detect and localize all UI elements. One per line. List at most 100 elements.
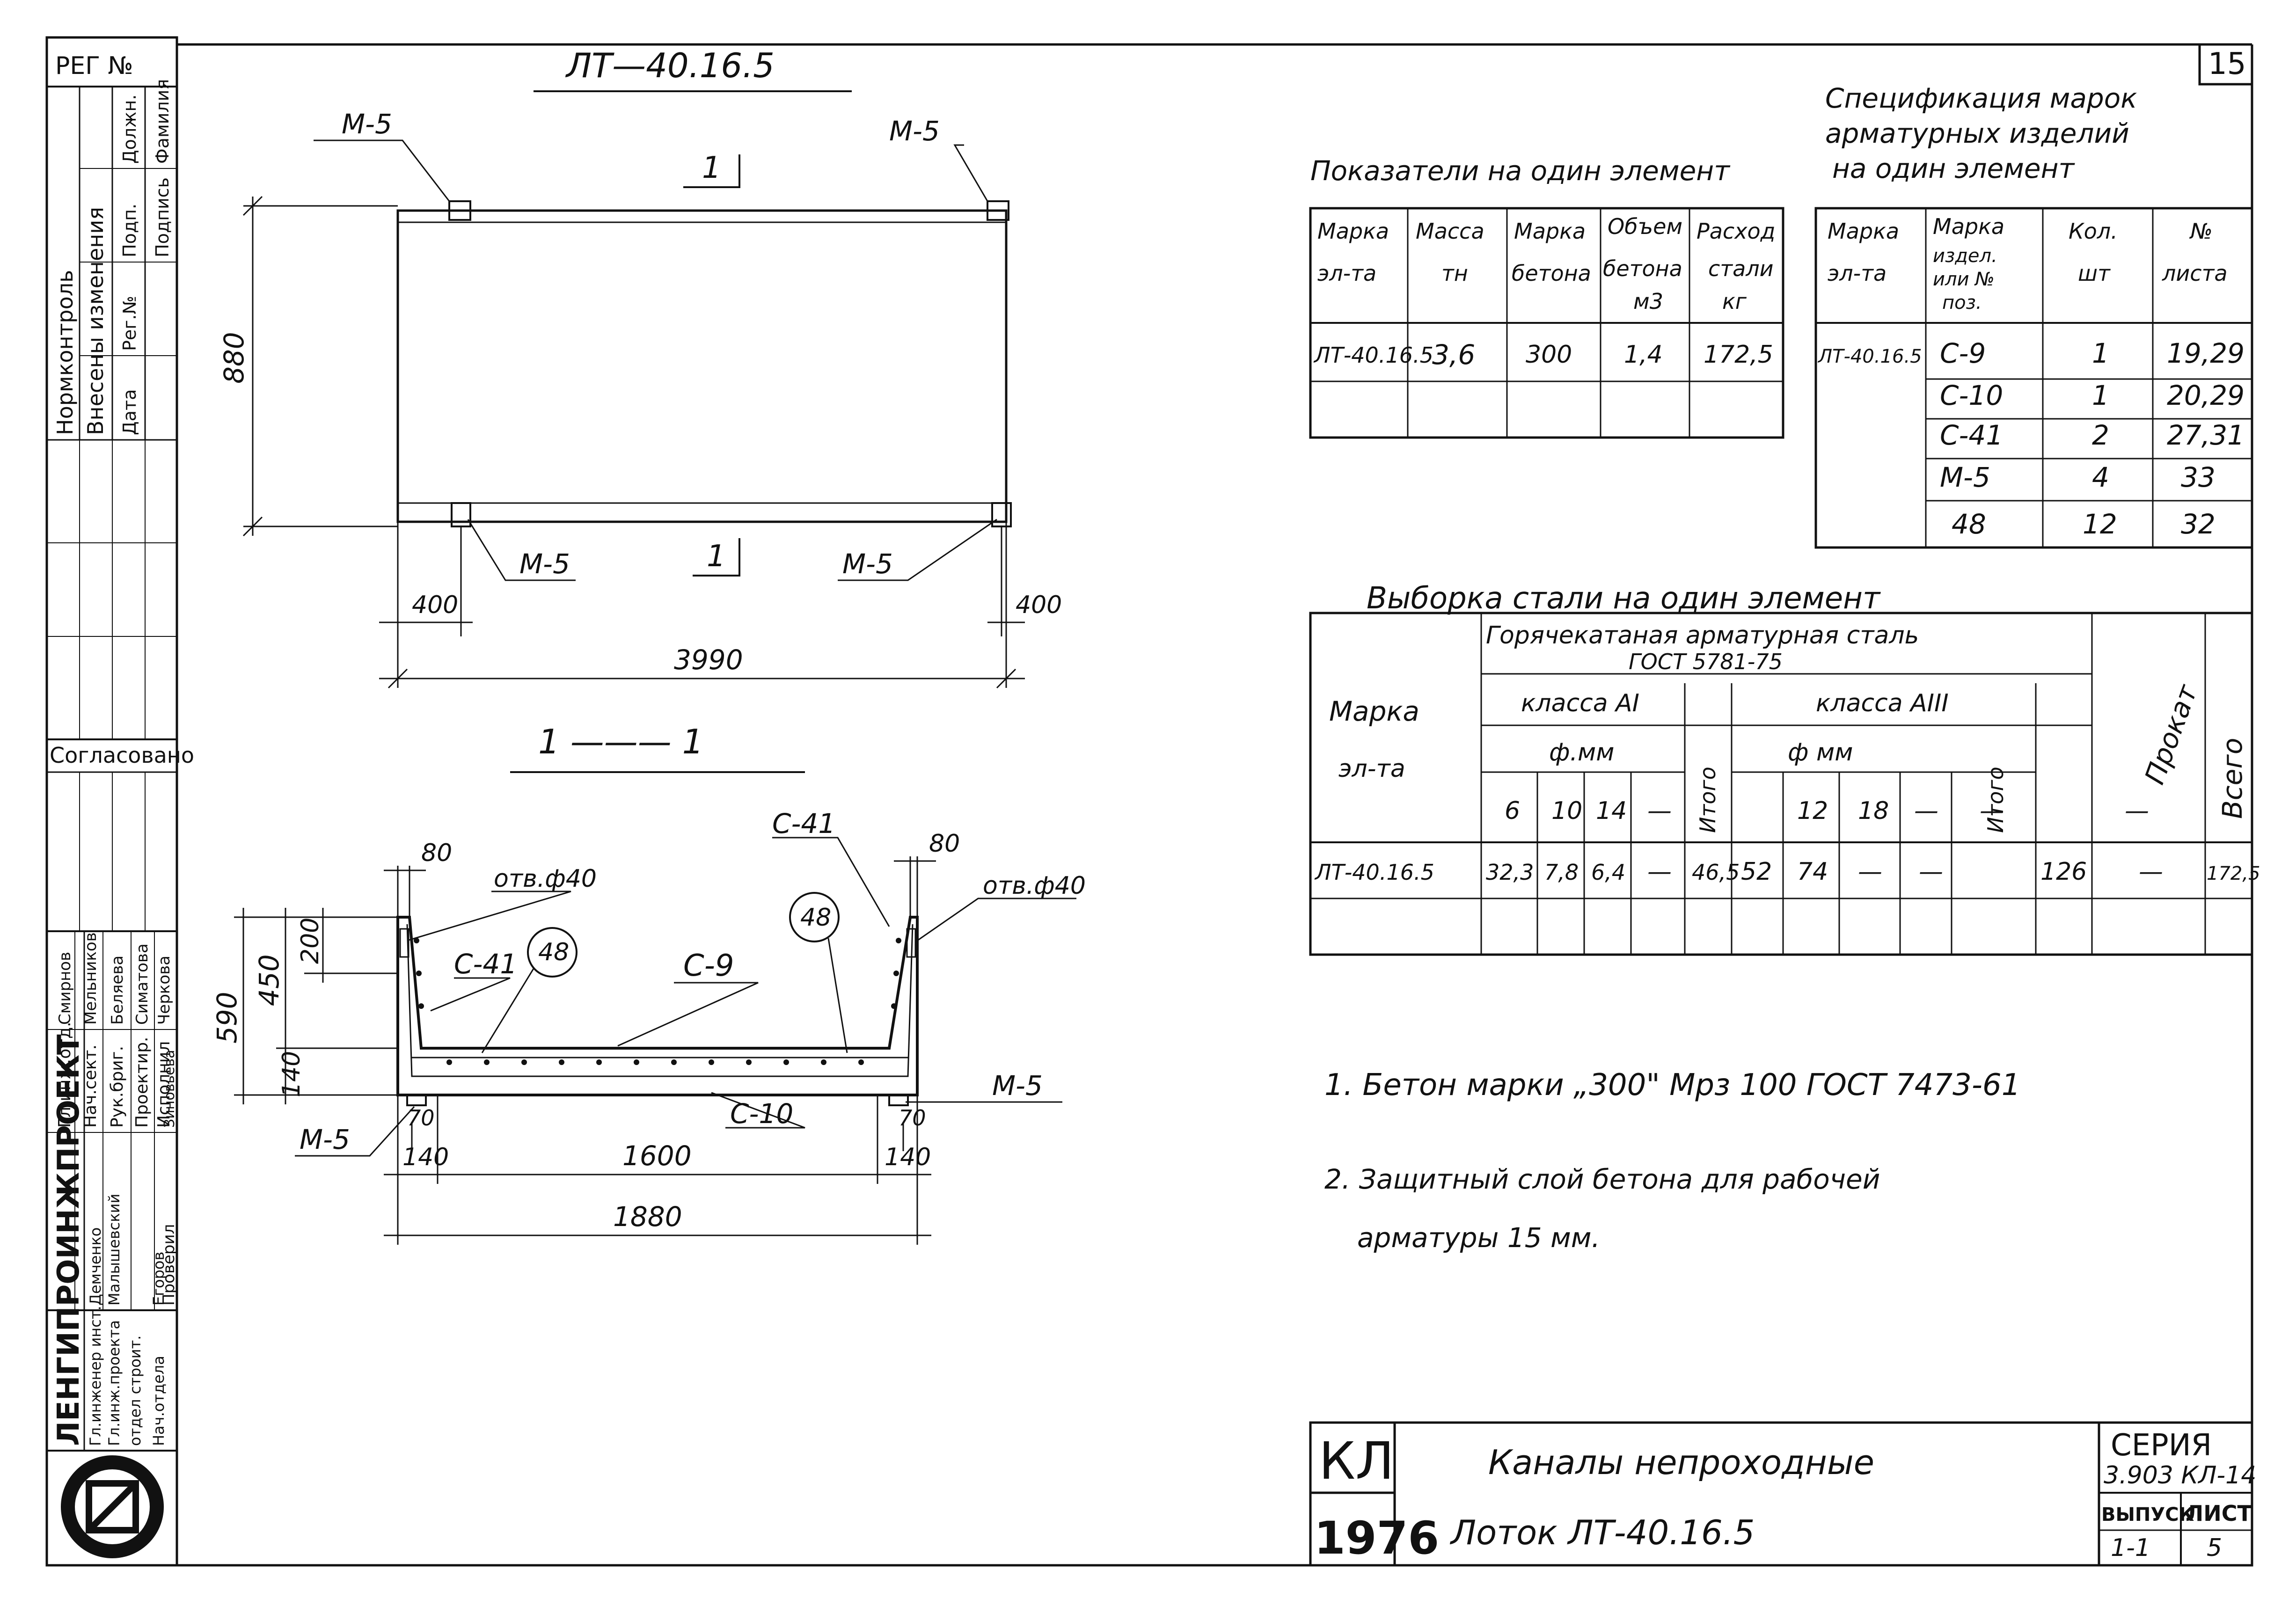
svg-text:класса АIII: класса АIII: [1816, 689, 1949, 717]
indicators-table: Показатели на один элемент Марка эл-та М…: [1309, 155, 1784, 439]
svg-text:32: 32: [2181, 508, 2216, 540]
svg-text:200: 200: [296, 918, 324, 964]
section-mark-top: 1: [683, 151, 740, 188]
svg-text:80: 80: [421, 839, 452, 867]
svg-text:27,31: 27,31: [2167, 419, 2245, 451]
svg-text:400: 400: [412, 591, 458, 619]
svg-text:3,6: 3,6: [1432, 339, 1475, 371]
hole-label-left: отв.ф40: [494, 865, 597, 893]
position-48-left: 48: [481, 927, 578, 1053]
tb-year: 1976: [1314, 1512, 1439, 1564]
svg-text:ГОСТ 5781-75: ГОСТ 5781-75: [1629, 649, 1783, 674]
notes: 1. Бетон марки „300" Мрз 100 ГОСТ 7473-6…: [1324, 1068, 2020, 1254]
svg-text:класса АI: класса АI: [1521, 689, 1639, 717]
m5-label-right: М-5: [992, 1070, 1043, 1102]
svg-text:ЛТ-40.16.5: ЛТ-40.16.5: [1313, 343, 1433, 368]
note-2: 2. Защитный слой бетона для рабочей: [1324, 1163, 1880, 1195]
position-48-right: 48: [789, 892, 848, 1053]
svg-text:М-5: М-5: [1940, 461, 1990, 493]
svg-text:—: —: [2125, 797, 2149, 825]
svg-text:эл-та: эл-та: [1828, 261, 1887, 286]
svg-text:С-9: С-9: [1940, 337, 1986, 369]
svg-text:140: 140: [278, 1051, 306, 1097]
section-dims-left: 590 450 200 140: [211, 908, 398, 1104]
stamp-role-6: Проверил: [160, 1224, 178, 1306]
tb-code: КЛ: [1319, 1431, 1394, 1491]
stamp-sign: Подп.: [119, 204, 140, 257]
svg-text:—: —: [1914, 797, 1938, 825]
stamp-name-1: Смирнов: [56, 952, 74, 1025]
svg-text:Спецификация марок: Спецификация марок: [1825, 82, 2137, 114]
reg-label: РЕГ №: [55, 52, 133, 80]
svg-text:кг: кг: [1722, 289, 1747, 314]
svg-text:48: 48: [800, 904, 831, 932]
svg-text:или №: или №: [1933, 269, 1995, 290]
organization-name: ЛЕНГИПРОИНЖПРОЕКТ: [51, 1034, 86, 1446]
stamp-post: Должн.: [119, 95, 140, 164]
c41-label-right: С-41: [772, 808, 835, 840]
svg-text:эл-та: эл-та: [1317, 261, 1376, 286]
svg-text:140: 140: [402, 1143, 449, 1171]
note-1: 1. Бетон марки „300" Мрз 100 ГОСТ 7473-6…: [1324, 1068, 2020, 1102]
svg-text:ЛТ-40.16.5: ЛТ-40.16.5: [1314, 860, 1434, 885]
svg-text:Прокат: Прокат: [2138, 679, 2204, 788]
dim-height: 880: [218, 196, 398, 537]
svg-text:поз.: поз.: [1942, 292, 1982, 314]
title-block: КЛ 1976 Каналы непроходные Лоток ЛТ-40.1…: [1309, 1421, 2256, 1567]
svg-text:19,29: 19,29: [2167, 337, 2245, 369]
stamp-changes: Внесены изменения: [83, 207, 108, 435]
svg-text:шт: шт: [2078, 261, 2111, 286]
svg-text:стали: стали: [1708, 256, 1774, 281]
svg-text:14: 14: [1596, 797, 1627, 825]
indicators-caption: Показатели на один элемент: [1310, 155, 1731, 187]
svg-text:Итого: Итого: [1983, 766, 2008, 833]
svg-text:Масса: Масса: [1416, 219, 1484, 244]
svg-text:12: 12: [1797, 797, 1828, 825]
svg-text:300: 300: [1526, 341, 1572, 369]
svg-text:№: №: [2189, 219, 2213, 244]
svg-text:33: 33: [2181, 461, 2216, 493]
spec-table: Спецификация марок арматурных изделий на…: [1814, 82, 2253, 549]
stamp-role-5: Исполнил: [154, 1041, 174, 1128]
svg-text:—: —: [2139, 858, 2163, 886]
svg-text:70: 70: [407, 1105, 435, 1131]
svg-text:450: 450: [253, 954, 285, 1006]
stamp-reg: Рег.№: [119, 296, 140, 351]
tb-name: Каналы непроходные: [1488, 1443, 1874, 1482]
svg-text:52: 52: [1741, 858, 1772, 886]
svg-text:эл-та: эл-та: [1338, 755, 1405, 783]
svg-text:тн: тн: [1441, 261, 1468, 286]
stamp-chief-name-1: Демченко: [87, 1227, 104, 1306]
svg-text:бетона: бетона: [1603, 256, 1682, 281]
stamp-name-5: Черкова: [155, 956, 174, 1025]
tb-sheet: 5: [2207, 1534, 2222, 1562]
embed-label-top-right: М-5: [889, 115, 940, 147]
svg-text:12: 12: [2083, 508, 2117, 540]
svg-text:1600: 1600: [622, 1140, 692, 1172]
c41-label-left: С-41: [454, 948, 517, 980]
svg-text:4: 4: [2092, 461, 2109, 493]
stamp-name-6: Зиновьева: [161, 1050, 178, 1128]
svg-text:1880: 1880: [613, 1201, 682, 1233]
svg-text:Марка: Марка: [1828, 219, 1899, 244]
svg-text:70: 70: [899, 1105, 926, 1131]
stamp-chief-2: Гл.инж.проекта: [105, 1320, 123, 1446]
stamp-agreed: Согласовано: [50, 743, 194, 768]
svg-text:80: 80: [929, 830, 960, 858]
stamp-chief-name-3: Егоров: [150, 1252, 168, 1306]
svg-text:172,5: 172,5: [1704, 341, 1773, 369]
svg-text:Марка: Марка: [1514, 219, 1586, 244]
svg-text:3990: 3990: [674, 644, 743, 676]
stamp-chief-3: отдел строит.: [126, 1336, 144, 1446]
m5-label-left: М-5: [300, 1124, 350, 1155]
svg-text:48: 48: [538, 938, 569, 966]
svg-text:м3: м3: [1633, 289, 1663, 314]
drawing-title: ЛТ—40.16.5: [534, 46, 852, 92]
stamp-chief-4: Нач.отдела: [150, 1356, 168, 1446]
plan-view: М-5 М-5 М-5 М-5 1 1 880: [218, 108, 1062, 689]
svg-text:1: 1: [707, 539, 726, 574]
svg-text:126: 126: [2040, 858, 2087, 886]
svg-text:—: —: [1919, 858, 1943, 886]
svg-text:ф.мм: ф.мм: [1549, 738, 1614, 766]
